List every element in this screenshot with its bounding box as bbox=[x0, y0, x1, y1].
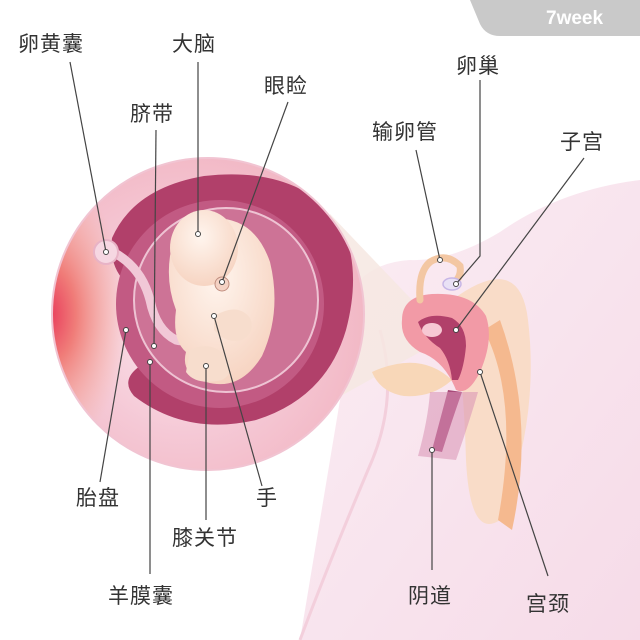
label-placenta: 胎盘 bbox=[76, 486, 120, 510]
label-knee-joint: 膝关节 bbox=[172, 526, 238, 550]
bladder bbox=[372, 362, 452, 397]
leader-lines bbox=[69, 61, 585, 577]
leader-dots bbox=[103, 231, 483, 453]
leader-cervix bbox=[479, 371, 549, 577]
leader-yolk-sac bbox=[69, 61, 107, 253]
fallopian-tube-shape bbox=[416, 254, 464, 304]
label-amniotic-sac: 羊膜囊 bbox=[108, 584, 174, 608]
week-badge-shape bbox=[470, 0, 640, 36]
leader-fallopian-tube bbox=[415, 149, 441, 261]
rectum bbox=[484, 320, 522, 530]
ovary-shape bbox=[442, 277, 462, 291]
label-uterus: 子宫 bbox=[560, 130, 604, 154]
label-yolk-sac: 卵黄囊 bbox=[18, 32, 84, 56]
label-vagina: 阴道 bbox=[408, 584, 452, 608]
week-badge: 7week bbox=[546, 8, 604, 29]
label-umbilical-cord: 脐带 bbox=[130, 102, 174, 126]
label-cervix: 宫颈 bbox=[526, 592, 570, 616]
label-eyelid: 眼睑 bbox=[264, 74, 308, 98]
label-brain: 大脑 bbox=[172, 32, 216, 56]
vagina-wall bbox=[418, 392, 478, 460]
leader-uterus bbox=[455, 157, 585, 331]
label-fallopian-tube: 输卵管 bbox=[372, 120, 438, 144]
embryo-arm bbox=[214, 309, 252, 341]
label-ovary: 卵巢 bbox=[456, 54, 500, 78]
leader-ovary bbox=[455, 80, 481, 285]
uterus-cavity bbox=[422, 323, 442, 337]
label-hand: 手 bbox=[256, 486, 278, 510]
embryo-head bbox=[170, 210, 238, 286]
leader-placenta bbox=[99, 329, 127, 483]
leader-hand bbox=[213, 315, 263, 487]
leader-umbilical-cord bbox=[153, 129, 157, 347]
leader-eyelid bbox=[221, 101, 289, 283]
